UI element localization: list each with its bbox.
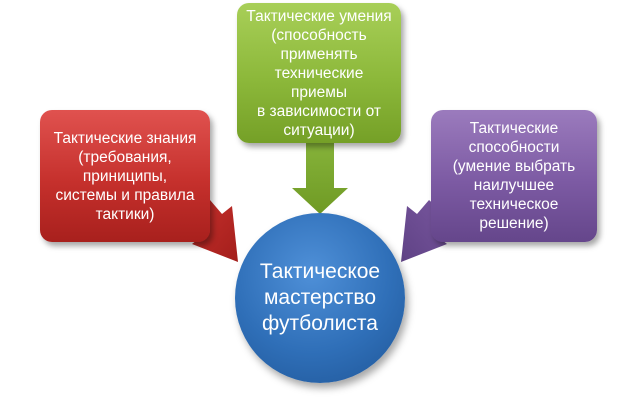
tactical-abilities-box: Тактические способности (умение выбрать … xyxy=(431,110,597,242)
tactical-skills-box: Тактические умения (способность применят… xyxy=(237,3,401,143)
tactical-skills-text: Тактические умения (способность применят… xyxy=(246,7,392,139)
tactical-abilities-text: Тактические способности (умение выбрать … xyxy=(452,120,576,232)
arrow-skills-to-center xyxy=(292,142,348,214)
tactical-mastery-text: Тактическое мастерство футболиста xyxy=(259,260,381,335)
tactical-knowledge-box: Тактические знания (требования, приницип… xyxy=(40,110,210,242)
tactical-mastery-circle: Тактическое мастерство футболиста xyxy=(235,213,405,383)
tactical-knowledge-text: Тактические знания (требования, приницип… xyxy=(53,129,197,223)
